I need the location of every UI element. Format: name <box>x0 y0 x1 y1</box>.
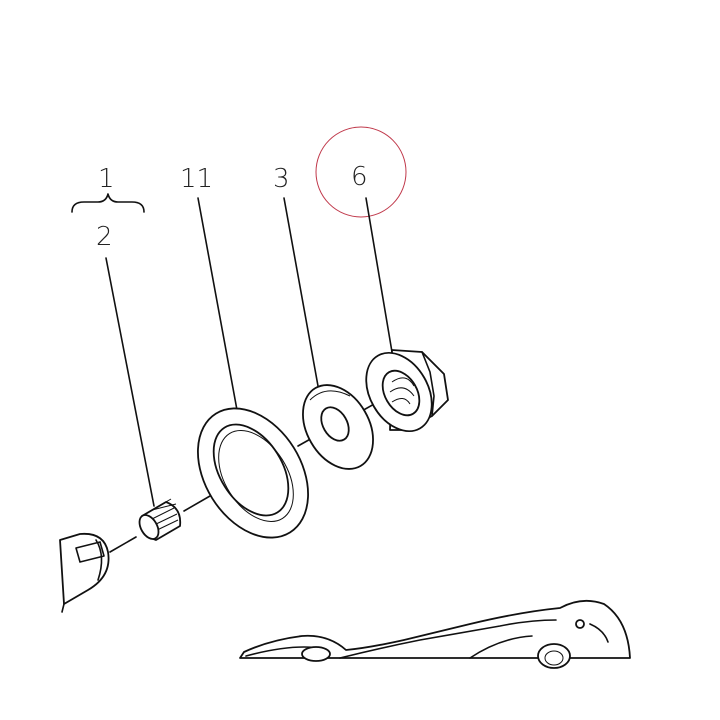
callout-label-6: 6 <box>351 162 368 192</box>
leader-line-2 <box>105 257 155 507</box>
lever-bracket <box>239 599 631 669</box>
callout-label-2: 2 <box>96 222 113 252</box>
shaft-end <box>59 532 110 613</box>
highlight-circle <box>315 126 407 218</box>
group-brace <box>71 193 145 213</box>
leader-line-3 <box>283 197 319 387</box>
leader-line-11 <box>197 197 238 411</box>
small-washer <box>302 384 374 470</box>
flange-nut <box>365 349 449 433</box>
callout-label-1: 1 <box>98 164 115 194</box>
set-screw <box>138 498 182 541</box>
callout-label-11: 11 <box>180 164 213 194</box>
leader-line-6 <box>365 197 393 353</box>
callout-label-3: 3 <box>273 164 290 194</box>
large-washer <box>197 407 309 539</box>
